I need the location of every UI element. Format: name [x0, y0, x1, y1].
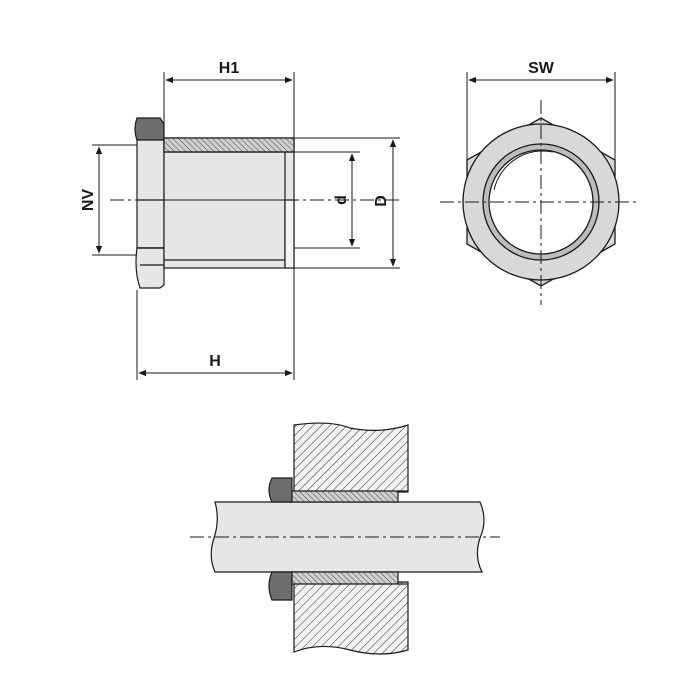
label-d-small: d [333, 195, 350, 205]
label-d-large: D [373, 195, 390, 207]
dim-d-small [294, 151, 360, 249]
nut-flange-upper [136, 139, 165, 249]
nut-section-bottom [268, 571, 293, 601]
label-h: H [209, 353, 221, 370]
dim-d-large [294, 137, 400, 269]
hub-lower [293, 581, 409, 655]
sleeve-section-top [289, 490, 399, 503]
sleeve-section-bottom [289, 571, 399, 585]
hub-upper [293, 422, 409, 493]
label-sw: SW [528, 60, 555, 77]
sleeve-body [163, 137, 295, 269]
dim-h [136, 268, 295, 380]
side-view [134, 117, 295, 289]
label-h1: H1 [219, 60, 240, 77]
nut-flange-bottom [135, 247, 165, 289]
nut-flange-top [134, 117, 165, 141]
dim-h1 [163, 72, 295, 138]
dim-nv [92, 144, 137, 256]
dim-sw [466, 72, 616, 160]
assembly-view [210, 422, 485, 655]
thread-band-top [163, 137, 295, 153]
label-nv: NV [80, 189, 97, 212]
nut-section-top [268, 477, 293, 503]
